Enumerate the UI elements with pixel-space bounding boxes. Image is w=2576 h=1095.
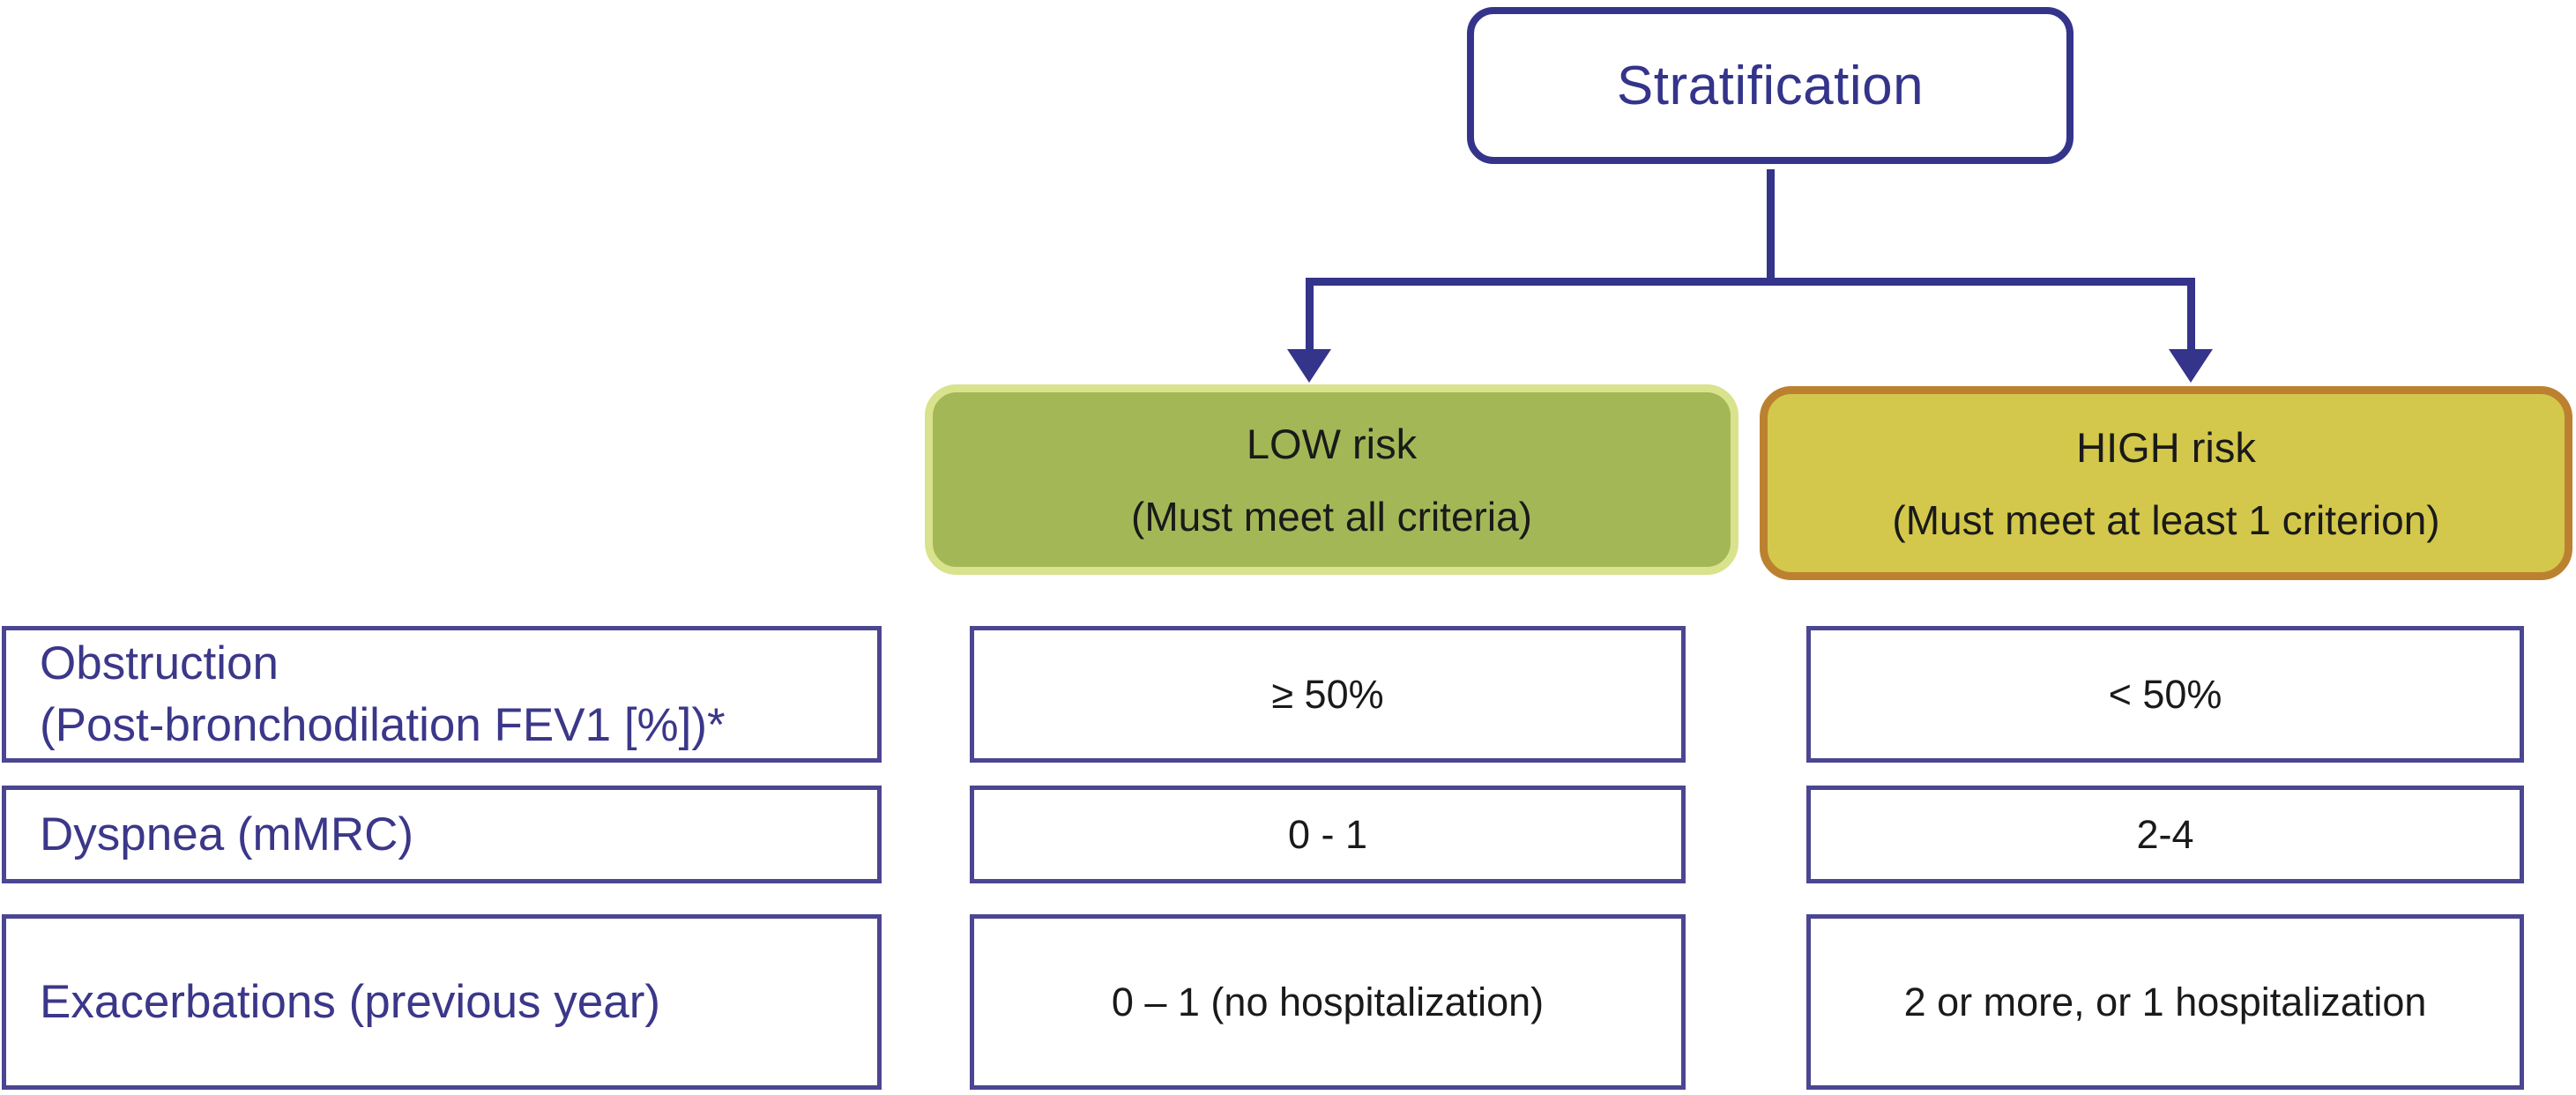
low-value-exacerbations: 0 – 1 (no hospitalization) — [970, 914, 1686, 1090]
cell-value: 0 - 1 — [1287, 811, 1368, 857]
arrow-down-icon — [1287, 349, 1331, 383]
low-risk-subtitle: (Must meet all criteria) — [1131, 493, 1532, 540]
high-risk-box: HIGH risk (Must meet at least 1 criterio… — [1760, 386, 2572, 580]
cell-value: ≥ 50% — [1271, 671, 1384, 717]
cell-value: < 50% — [2108, 671, 2222, 717]
high-risk-title: HIGH risk — [2076, 423, 2256, 471]
criterion-label-line: Obstruction — [40, 637, 279, 689]
stratification-root-box: Stratification — [1467, 7, 2073, 164]
low-value-obstruction: ≥ 50% — [970, 626, 1686, 763]
high-value-exacerbations: 2 or more, or 1 hospitalization — [1806, 914, 2524, 1090]
criterion-label-obstruction: Obstruction (Post-bronchodilation FEV1 [… — [2, 626, 882, 763]
low-value-dyspnea: 0 - 1 — [970, 786, 1686, 883]
high-value-obstruction: < 50% — [1806, 626, 2524, 763]
criterion-label-line: Dyspnea (mMRC) — [40, 808, 414, 860]
criterion-label-line: (Post-bronchodilation FEV1 [%])* — [40, 698, 726, 751]
high-risk-subtitle: (Must meet at least 1 criterion) — [1892, 496, 2440, 543]
arrow-down-icon — [2169, 349, 2213, 383]
high-value-dyspnea: 2-4 — [1806, 786, 2524, 883]
stratification-root-label: Stratification — [1616, 55, 1925, 116]
connector-stem-line — [1767, 169, 1775, 280]
connector-right-drop-line — [2187, 278, 2195, 352]
low-risk-title: LOW risk — [1246, 420, 1418, 467]
connector-horizontal-line — [1306, 278, 2195, 286]
criterion-label-dyspnea: Dyspnea (mMRC) — [2, 786, 882, 883]
connector-left-drop-line — [1306, 278, 1314, 352]
low-risk-box: LOW risk (Must meet all criteria) — [925, 384, 1738, 575]
cell-value: 0 – 1 (no hospitalization) — [1111, 979, 1545, 1024]
cell-value: 2 or more, or 1 hospitalization — [1903, 979, 2427, 1024]
criterion-label-line: Exacerbations (previous year) — [40, 975, 661, 1028]
criterion-label-exacerbations: Exacerbations (previous year) — [2, 914, 882, 1090]
cell-value: 2-4 — [2136, 811, 2194, 857]
